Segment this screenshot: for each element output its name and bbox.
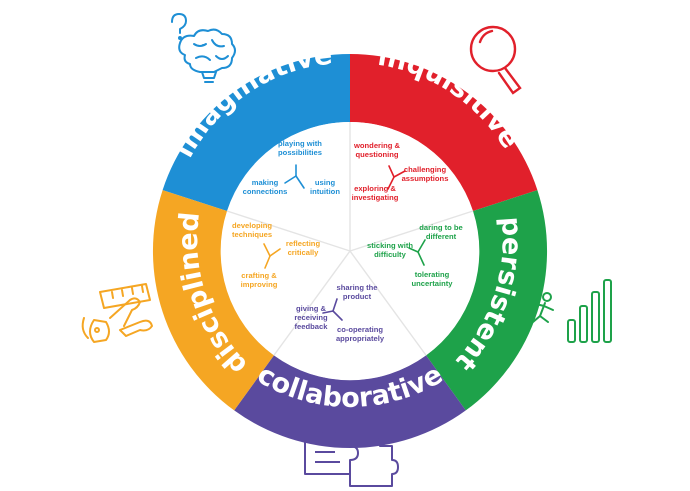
connector-inquisitive bbox=[387, 165, 406, 190]
inner-dividers bbox=[226, 122, 474, 356]
segment-imaginative bbox=[162, 53, 350, 211]
connector-collaborative bbox=[322, 298, 343, 321]
connector-disciplined bbox=[263, 243, 281, 269]
outer-ring bbox=[152, 53, 548, 449]
habit-exploring-investigating: exploring &investigating bbox=[352, 184, 399, 202]
segment-persistent bbox=[426, 190, 548, 411]
segment-collaborative bbox=[234, 355, 466, 449]
habit-connectors bbox=[263, 164, 426, 321]
brain-lightbulb-icon bbox=[171, 13, 236, 83]
habit-crafting-improving: crafting &improving bbox=[241, 271, 278, 289]
segment-inquisitive bbox=[350, 53, 538, 211]
habit-wondering-questioning: wondering &questioning bbox=[353, 141, 400, 159]
segment-disciplined bbox=[152, 190, 274, 411]
connector-imaginative bbox=[284, 164, 305, 189]
magnifying-glass-icon bbox=[469, 25, 522, 95]
tools-icon bbox=[81, 283, 153, 343]
connector-persistent bbox=[408, 239, 426, 266]
runner-climbing-bars-icon bbox=[532, 279, 612, 343]
jigsaw-pieces-icon bbox=[304, 423, 399, 487]
